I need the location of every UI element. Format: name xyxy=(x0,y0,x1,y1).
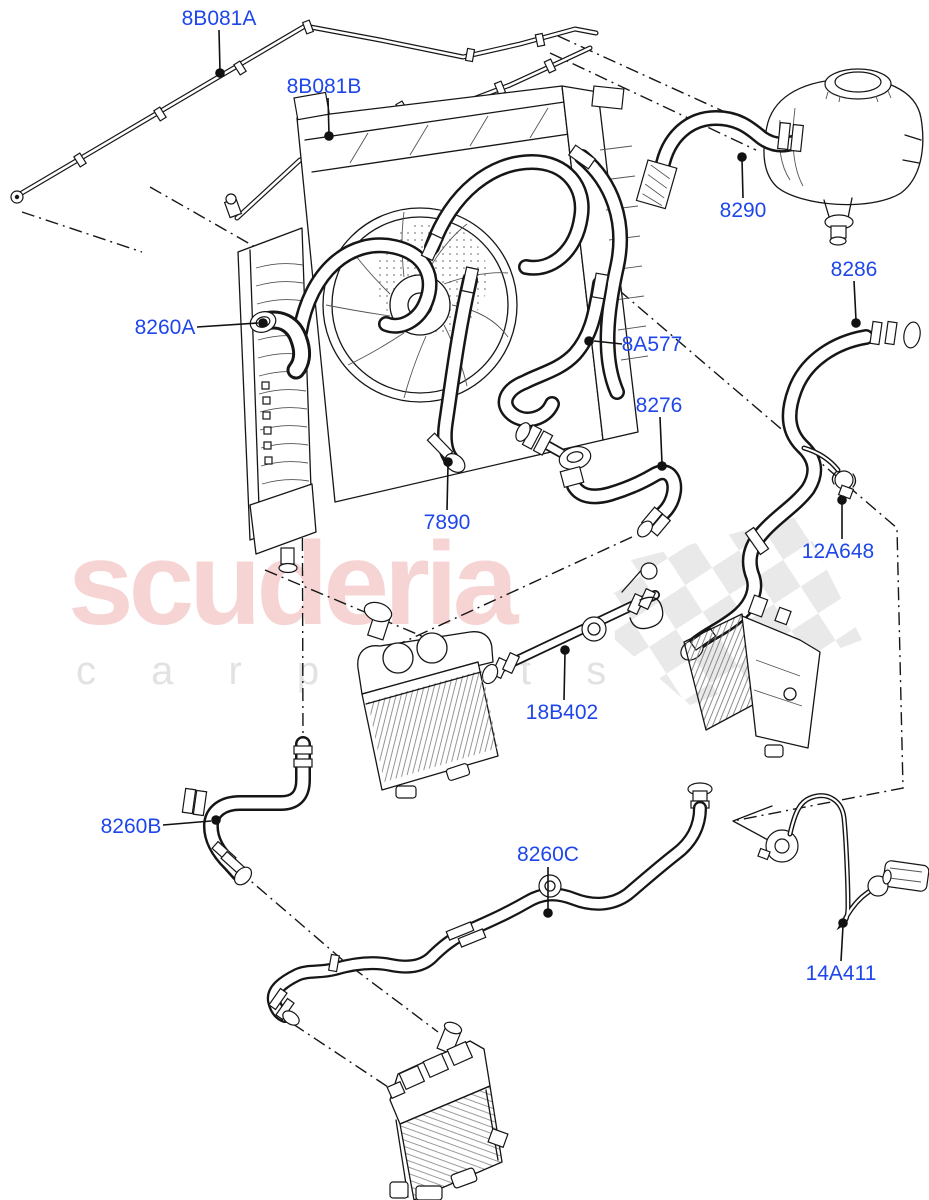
part-label-8B081B[interactable]: 8B081B xyxy=(286,75,362,98)
part-label-8260A[interactable]: 8260A xyxy=(134,316,196,339)
part-label-12A648[interactable]: 12A648 xyxy=(801,540,875,563)
part-label-14A411[interactable]: 14A411 xyxy=(805,962,877,985)
upper-radiator-hoses xyxy=(292,144,628,469)
radiator-fan-assembly xyxy=(237,85,649,574)
intercooler xyxy=(357,601,499,799)
auxiliary-radiator xyxy=(386,1021,509,1200)
part-14A411-harness xyxy=(757,793,929,931)
part-label-8276[interactable]: 8276 xyxy=(635,394,683,417)
part-label-18B402[interactable]: 18B402 xyxy=(525,701,599,724)
oil-cooler xyxy=(683,594,821,758)
part-8276-hose xyxy=(515,422,683,538)
part-label-7890[interactable]: 7890 xyxy=(423,511,471,534)
label-leader-lines xyxy=(162,29,861,962)
part-label-8286[interactable]: 8286 xyxy=(830,258,878,281)
part-label-8B081A[interactable]: 8B081A xyxy=(181,7,257,30)
part-18B402-tube xyxy=(481,562,664,685)
part-8260C-hose xyxy=(266,782,713,1026)
expansion-tank xyxy=(763,68,924,246)
watermark-subtitle-text: c a r p a r t s xyxy=(76,649,628,693)
radiator-core-left xyxy=(237,227,317,574)
watermark: scuderia c a r p a r t s xyxy=(68,516,862,705)
part-8290-hose xyxy=(635,110,804,210)
part-label-8A577[interactable]: 8A577 xyxy=(621,333,683,356)
part-label-8290[interactable]: 8290 xyxy=(719,199,767,222)
part-8260B-hose xyxy=(181,736,313,886)
part-8A577-hose xyxy=(497,272,609,428)
watermark-brand-text: scuderia xyxy=(68,518,520,650)
part-label-8260C[interactable]: 8260C xyxy=(517,843,579,866)
part-label-8260B[interactable]: 8260B xyxy=(100,815,162,838)
part-8B081A-pipe xyxy=(10,19,599,204)
part-12A648-sensor xyxy=(801,445,857,500)
